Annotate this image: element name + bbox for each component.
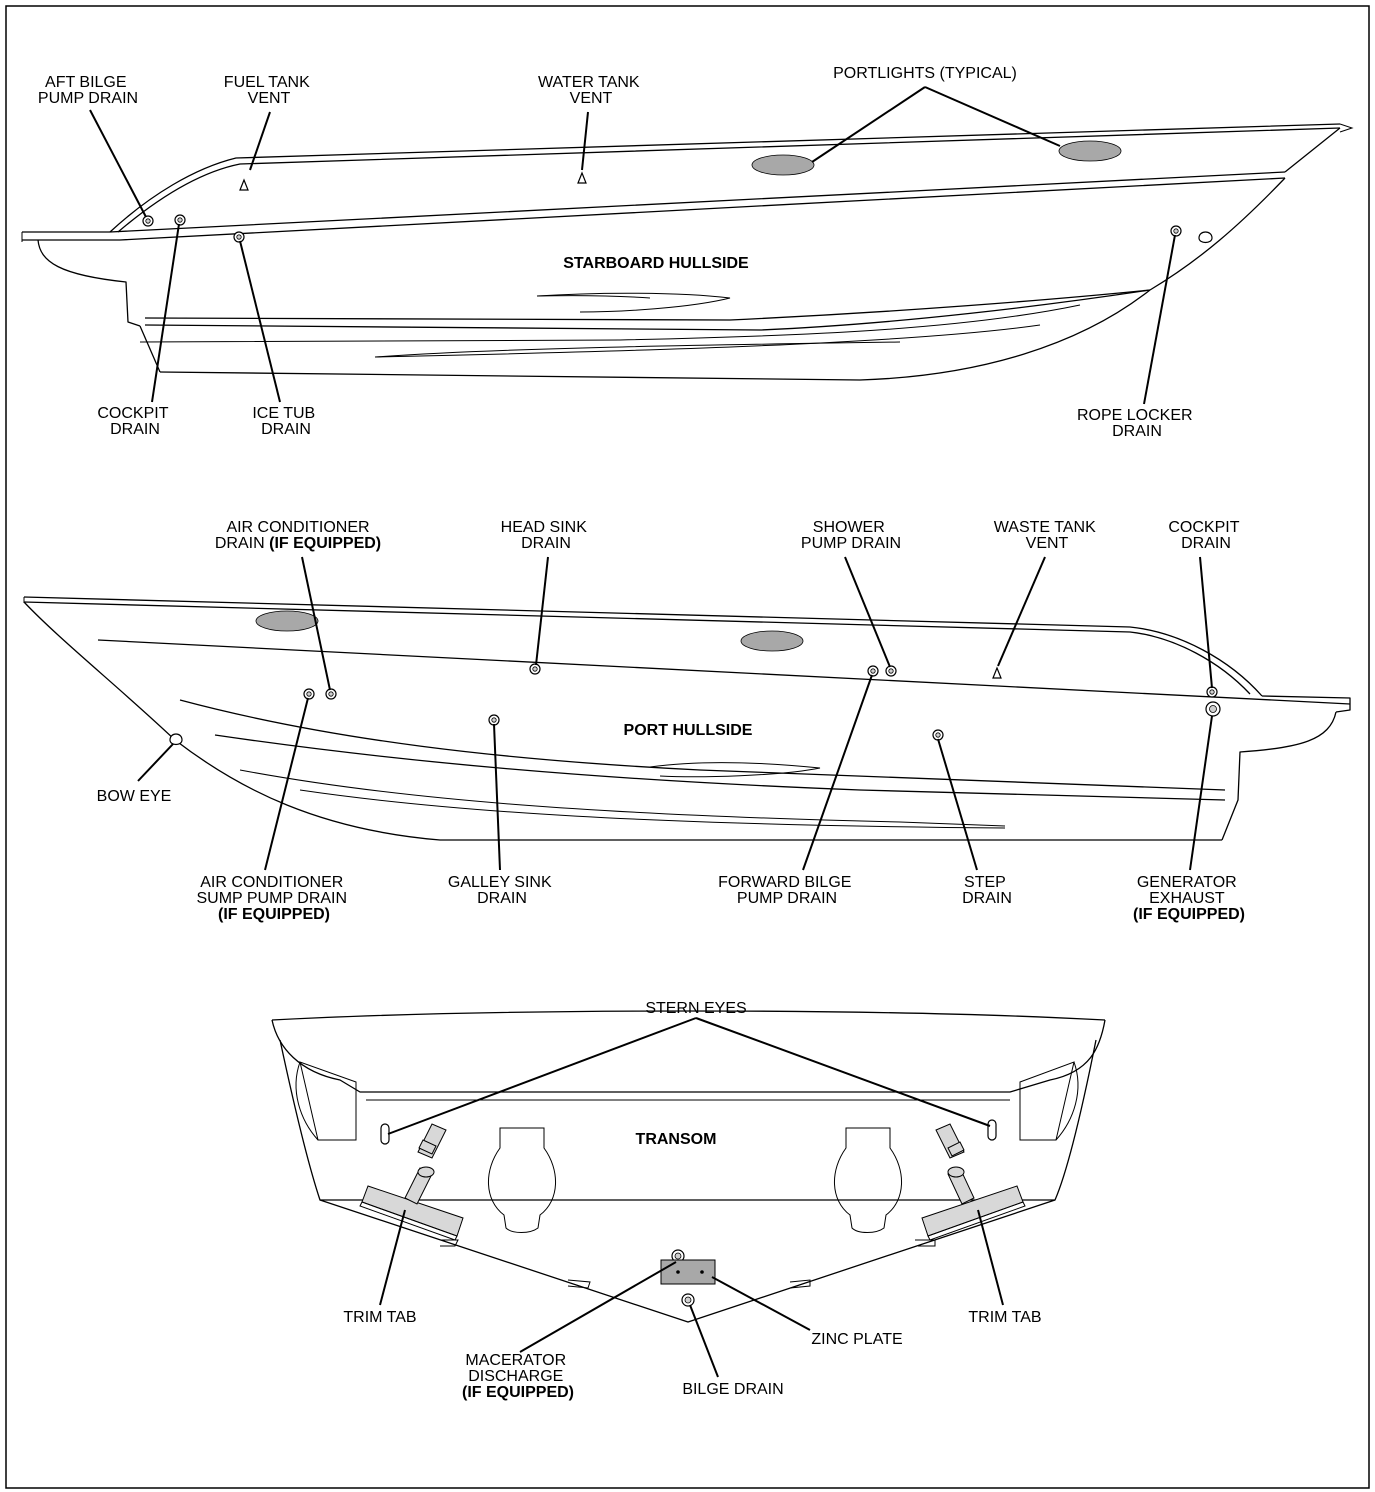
label-galley-sink-drain: GALLEY SINK DRAIN [448,874,556,907]
port-hull-drawing [23,596,1351,841]
label-cockpit-drain-starboard: COCKPIT DRAIN [97,405,172,438]
label-ac-drain-line2: DRAIN (IF EQUIPPED) [215,535,381,552]
label-portlights: PORTLIGHTS (TYPICAL) [833,65,1017,82]
water-tank-vent-fitting [577,171,587,184]
fuel-tank-vent-fitting [239,178,249,191]
starboard-hull-view: STARBOARD HULLSIDE AFT BILGE PUMP DRAIN … [21,65,1354,440]
label-generator-exhaust: GENERATOR EXHAUST (IF EQUIPPED) [1133,874,1245,923]
label-water-tank-vent: WATER TANK VENT [538,74,644,107]
starboard-hull-drawing [21,123,1354,381]
label-zinc-plate: ZINC PLATE [811,1331,902,1348]
label-macerator-discharge: MACERATOR DISCHARGE (IF EQUIPPED) [462,1352,574,1401]
starboard-leaders [89,86,1176,405]
bow-eye-fitting [1198,231,1213,244]
label-head-sink-drain: HEAD SINK DRAIN [501,519,592,552]
label-stern-eyes: STERN EYES [645,1000,746,1017]
trim-tab-right-graphic [921,1123,1026,1241]
label-rope-locker-drain: ROPE LOCKER DRAIN [1077,407,1197,440]
stern-eye-right [987,1119,997,1141]
waste-tank-vent-fitting [992,666,1002,679]
view-title-starboard: STARBOARD HULLSIDE [563,255,749,272]
label-fuel-tank-vent: FUEL TANK VENT [224,74,314,107]
label-shower-pump-drain: SHOWER PUMP DRAIN [801,519,901,552]
transom-view: TRANSOM STERN EYES TRIM TAB TRIM TAB MAC… [271,1000,1106,1401]
portlight [255,610,319,632]
label-ice-tub-drain: ICE TUB DRAIN [252,405,319,438]
trim-tab-left-graphic [359,1123,464,1241]
portlight [740,630,804,652]
label-forward-bilge-pump-drain: FORWARD BILGE PUMP DRAIN [718,874,856,907]
exhaust-outlet-right [834,1127,902,1233]
port-leaders [137,556,1213,871]
bow-eye-fitting-port [169,733,183,746]
page-frame [5,5,1370,1489]
label-trim-tab-left: TRIM TAB [343,1309,416,1326]
label-ac-sump-pump-drain: AIR CONDITIONER SUMP PUMP DRAIN (IF EQUI… [197,874,352,923]
label-trim-tab-right: TRIM TAB [968,1309,1041,1326]
portlight [751,154,815,176]
label-cockpit-drain-port: COCKPIT DRAIN [1168,519,1243,552]
label-bow-eye: BOW EYE [97,788,172,805]
label-bilge-drain: BILGE DRAIN [682,1381,783,1398]
transom-leaders [379,1017,1004,1378]
transom-drawing [271,1010,1106,1323]
view-title-port: PORT HULLSIDE [624,722,753,739]
label-step-drain: STEP DRAIN [962,874,1012,907]
label-ac-drain: AIR CONDITIONER [226,519,369,536]
zinc-plate-graphic [660,1259,716,1285]
label-aft-bilge-pump-drain: AFT BILGE PUMP DRAIN [38,74,138,107]
port-hull-view: PORT HULLSIDE AIR CONDITIONER DRAIN (IF … [23,519,1351,923]
portlight [1058,140,1122,162]
view-title-transom: TRANSOM [636,1131,717,1148]
stern-eye-left [380,1123,390,1145]
label-waste-tank-vent: WASTE TANK VENT [994,519,1100,552]
exhaust-outlet-left [488,1127,556,1233]
